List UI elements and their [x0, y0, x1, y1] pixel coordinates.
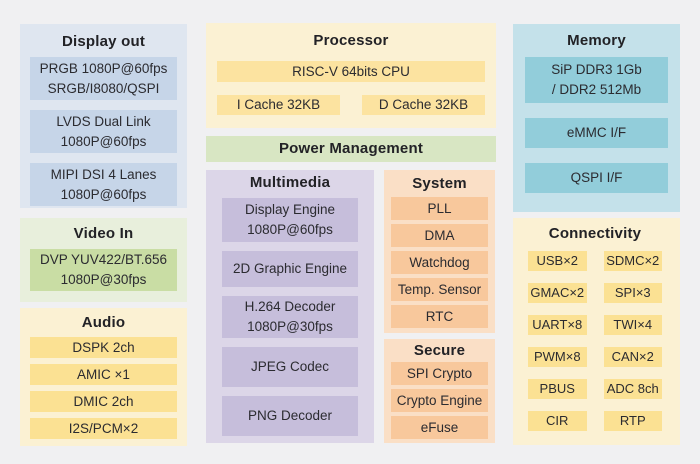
display-out-item-lvds: LVDS Dual Link 1080P@60fps: [30, 110, 177, 153]
connectivity-chip-can: CAN×2: [603, 347, 662, 367]
video-in-block: Video In DVP YUV422/BT.656 1080P@30fps: [20, 218, 187, 302]
memory-item-emmc: eMMC I/F: [525, 118, 668, 148]
system-item-dma: DMA: [391, 224, 488, 247]
secure-item-spi-crypto: SPI Crypto: [391, 362, 488, 385]
item-line: H.264 Decoder: [244, 299, 336, 314]
multimedia-title: Multimedia: [249, 174, 331, 191]
audio-item-dspk: DSPK 2ch: [30, 337, 177, 358]
connectivity-chip-adc: ADC 8ch: [603, 379, 662, 399]
connectivity-chip-rtp: RTP: [603, 411, 662, 431]
item-line: SRGB/I8080/QSPI: [47, 80, 160, 96]
system-title: System: [412, 175, 467, 192]
item-line: Display Engine: [244, 202, 336, 217]
memory-item-qspi: QSPI I/F: [525, 163, 668, 193]
memory-title: Memory: [567, 32, 626, 49]
multimedia-item-2d-graphic: 2D Graphic Engine: [222, 251, 358, 287]
connectivity-title: Connectivity: [548, 225, 642, 242]
connectivity-chip-pwm: PWM×8: [528, 347, 587, 367]
item-line: 1080P@60fps: [60, 133, 147, 149]
video-in-title: Video In: [73, 225, 134, 242]
audio-item-dmic: DMIC 2ch: [30, 391, 177, 412]
multimedia-block: Multimedia Display Engine 1080P@60fps 2D…: [206, 170, 374, 443]
display-out-item-mipi: MIPI DSI 4 Lanes 1080P@60fps: [30, 163, 177, 206]
secure-title: Secure: [413, 342, 466, 359]
processor-title: Processor: [313, 32, 389, 49]
item-line: SiP DDR3 1Gb: [551, 62, 642, 77]
connectivity-chip-uart: UART×8: [528, 315, 587, 335]
system-block: System PLL DMA Watchdog Temp. Sensor RTC: [384, 170, 495, 333]
item-line: LVDS Dual Link: [56, 113, 151, 129]
connectivity-chip-gmac: GMAC×2: [528, 283, 587, 303]
connectivity-chip-cir: CIR: [528, 411, 587, 431]
item-line: DVP YUV422/BT.656: [39, 252, 168, 267]
multimedia-item-display-engine: Display Engine 1080P@60fps: [222, 198, 358, 242]
secure-block: Secure SPI Crypto Crypto Engine eFuse: [384, 339, 495, 443]
display-out-item-prgb: PRGB 1080P@60fps SRGB/I8080/QSPI: [30, 57, 177, 100]
item-line: MIPI DSI 4 Lanes: [50, 166, 157, 182]
power-management-block: Power Management: [206, 136, 496, 162]
multimedia-item-h264: H.264 Decoder 1080P@30fps: [222, 296, 358, 338]
system-item-rtc: RTC: [391, 305, 488, 328]
display-out-block: Display out PRGB 1080P@60fps SRGB/I8080/…: [20, 24, 187, 208]
item-line: PRGB 1080P@60fps: [39, 60, 168, 76]
system-item-temp-sensor: Temp. Sensor: [391, 278, 488, 301]
system-item-pll: PLL: [391, 197, 488, 220]
memory-item-ddr: SiP DDR3 1Gb / DDR2 512Mb: [525, 57, 668, 103]
secure-item-efuse: eFuse: [391, 416, 488, 439]
processor-item-icache: I Cache 32KB: [217, 95, 340, 115]
processor-block: Processor RISC-V 64bits CPU I Cache 32KB…: [206, 23, 496, 128]
power-management-title: Power Management: [278, 140, 424, 157]
processor-item-cpu: RISC-V 64bits CPU: [217, 61, 485, 82]
connectivity-chip-spi: SPI×3: [603, 283, 662, 303]
audio-item-amic: AMIC ×1: [30, 364, 177, 385]
multimedia-item-png: PNG Decoder: [222, 396, 358, 436]
item-line: / DDR2 512Mb: [551, 82, 642, 97]
item-line: 1080P@30fps: [60, 272, 147, 287]
item-line: 1080P@60fps: [60, 186, 147, 202]
connectivity-chip-twi: TWI×4: [603, 315, 662, 335]
audio-title: Audio: [81, 314, 126, 331]
processor-item-dcache: D Cache 32KB: [362, 95, 485, 115]
audio-block: Audio DSPK 2ch AMIC ×1 DMIC 2ch I2S/PCM×…: [20, 308, 187, 446]
display-out-title: Display out: [61, 33, 146, 50]
item-line: 1080P@30fps: [247, 319, 333, 334]
connectivity-chip-usb: USB×2: [528, 251, 587, 271]
secure-item-crypto-engine: Crypto Engine: [391, 389, 488, 412]
video-in-item-dvp: DVP YUV422/BT.656 1080P@30fps: [30, 249, 177, 291]
connectivity-block: Connectivity USB×2 SDMC×2 GMAC×2 SPI×3 U…: [513, 218, 680, 445]
connectivity-chip-pbus: PBUS: [528, 379, 587, 399]
item-line: 1080P@60fps: [247, 222, 333, 237]
audio-item-i2s-pcm: I2S/PCM×2: [30, 418, 177, 439]
memory-block: Memory SiP DDR3 1Gb / DDR2 512Mb eMMC I/…: [513, 24, 680, 212]
system-item-watchdog: Watchdog: [391, 251, 488, 274]
connectivity-chip-sdmc: SDMC×2: [603, 251, 662, 271]
multimedia-item-jpeg: JPEG Codec: [222, 347, 358, 387]
